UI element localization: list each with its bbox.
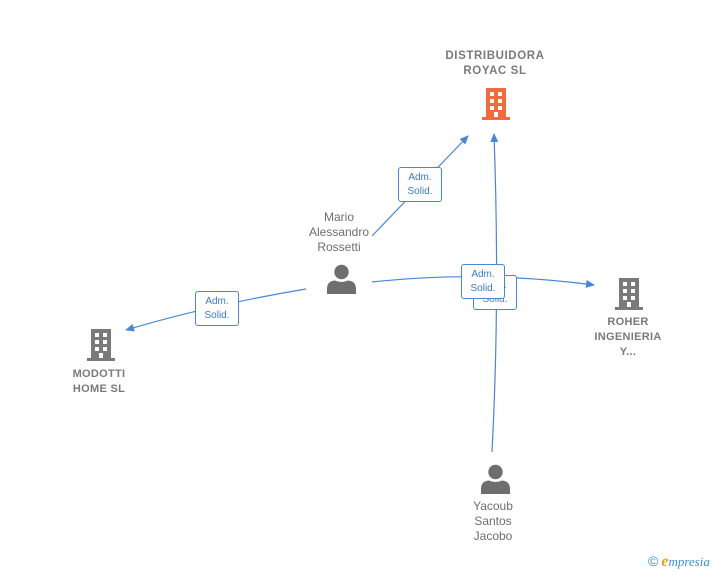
company-name-line: DISTRIBUIDORA xyxy=(445,50,545,62)
brand-name: mpresia xyxy=(668,554,710,569)
person-yacoub-label[interactable]: Yacoub Santos Jacobo xyxy=(443,499,543,544)
company-name-line: ROYAC SL xyxy=(463,65,527,77)
person-name-line: Rossetti xyxy=(317,240,361,254)
copyright-symbol: © xyxy=(648,553,659,569)
edge-label-mario-modotti[interactable]: Adm. Solid. xyxy=(195,291,239,326)
person-mario-label[interactable]: Mario Alessandro Rossetti xyxy=(289,210,389,255)
company-distribuidora-label[interactable]: DISTRIBUIDORA ROYAC SL xyxy=(430,49,560,79)
edge-label-line: Adm. xyxy=(471,269,495,280)
person-name-line: Mario xyxy=(323,210,354,224)
edge-label-line: Adm. xyxy=(205,296,229,307)
building-icon[interactable] xyxy=(614,276,644,310)
edge-label-mario-distribuidora[interactable]: Adm. Solid. xyxy=(398,167,442,202)
person-name-line: Alessandro xyxy=(308,225,370,239)
company-modotti-label[interactable]: MODOTTI HOME SL xyxy=(49,367,149,397)
company-name-line: MODOTTI xyxy=(72,368,126,380)
person-icon[interactable] xyxy=(327,264,356,294)
edge-label-line: Solid. xyxy=(470,283,496,294)
edge-label-line: Adm. xyxy=(408,172,432,183)
building-icon[interactable] xyxy=(481,86,511,120)
building-icon[interactable] xyxy=(86,327,116,361)
brand-initial: e xyxy=(661,553,669,570)
company-name-line: ROHER xyxy=(607,316,649,328)
person-icon[interactable] xyxy=(481,464,510,494)
company-name-line: INGENIERIA xyxy=(594,331,662,343)
edge-label-line: Solid. xyxy=(407,186,433,197)
company-name-line: HOME SL xyxy=(72,383,126,395)
company-name-line: Y... xyxy=(619,346,637,358)
empresia-watermark: ©empresia xyxy=(648,553,710,571)
edge-label-line: Solid. xyxy=(482,294,508,305)
edge-label-line: Solid. xyxy=(204,310,230,321)
person-name-line: Jacobo xyxy=(473,529,513,543)
person-name-line: Santos xyxy=(474,514,512,528)
edge-label-mario-roher[interactable]: Adm. Solid. xyxy=(461,264,505,299)
person-name-line: Yacoub xyxy=(473,499,513,513)
company-roher-label[interactable]: ROHER INGENIERIA Y... xyxy=(580,315,676,360)
